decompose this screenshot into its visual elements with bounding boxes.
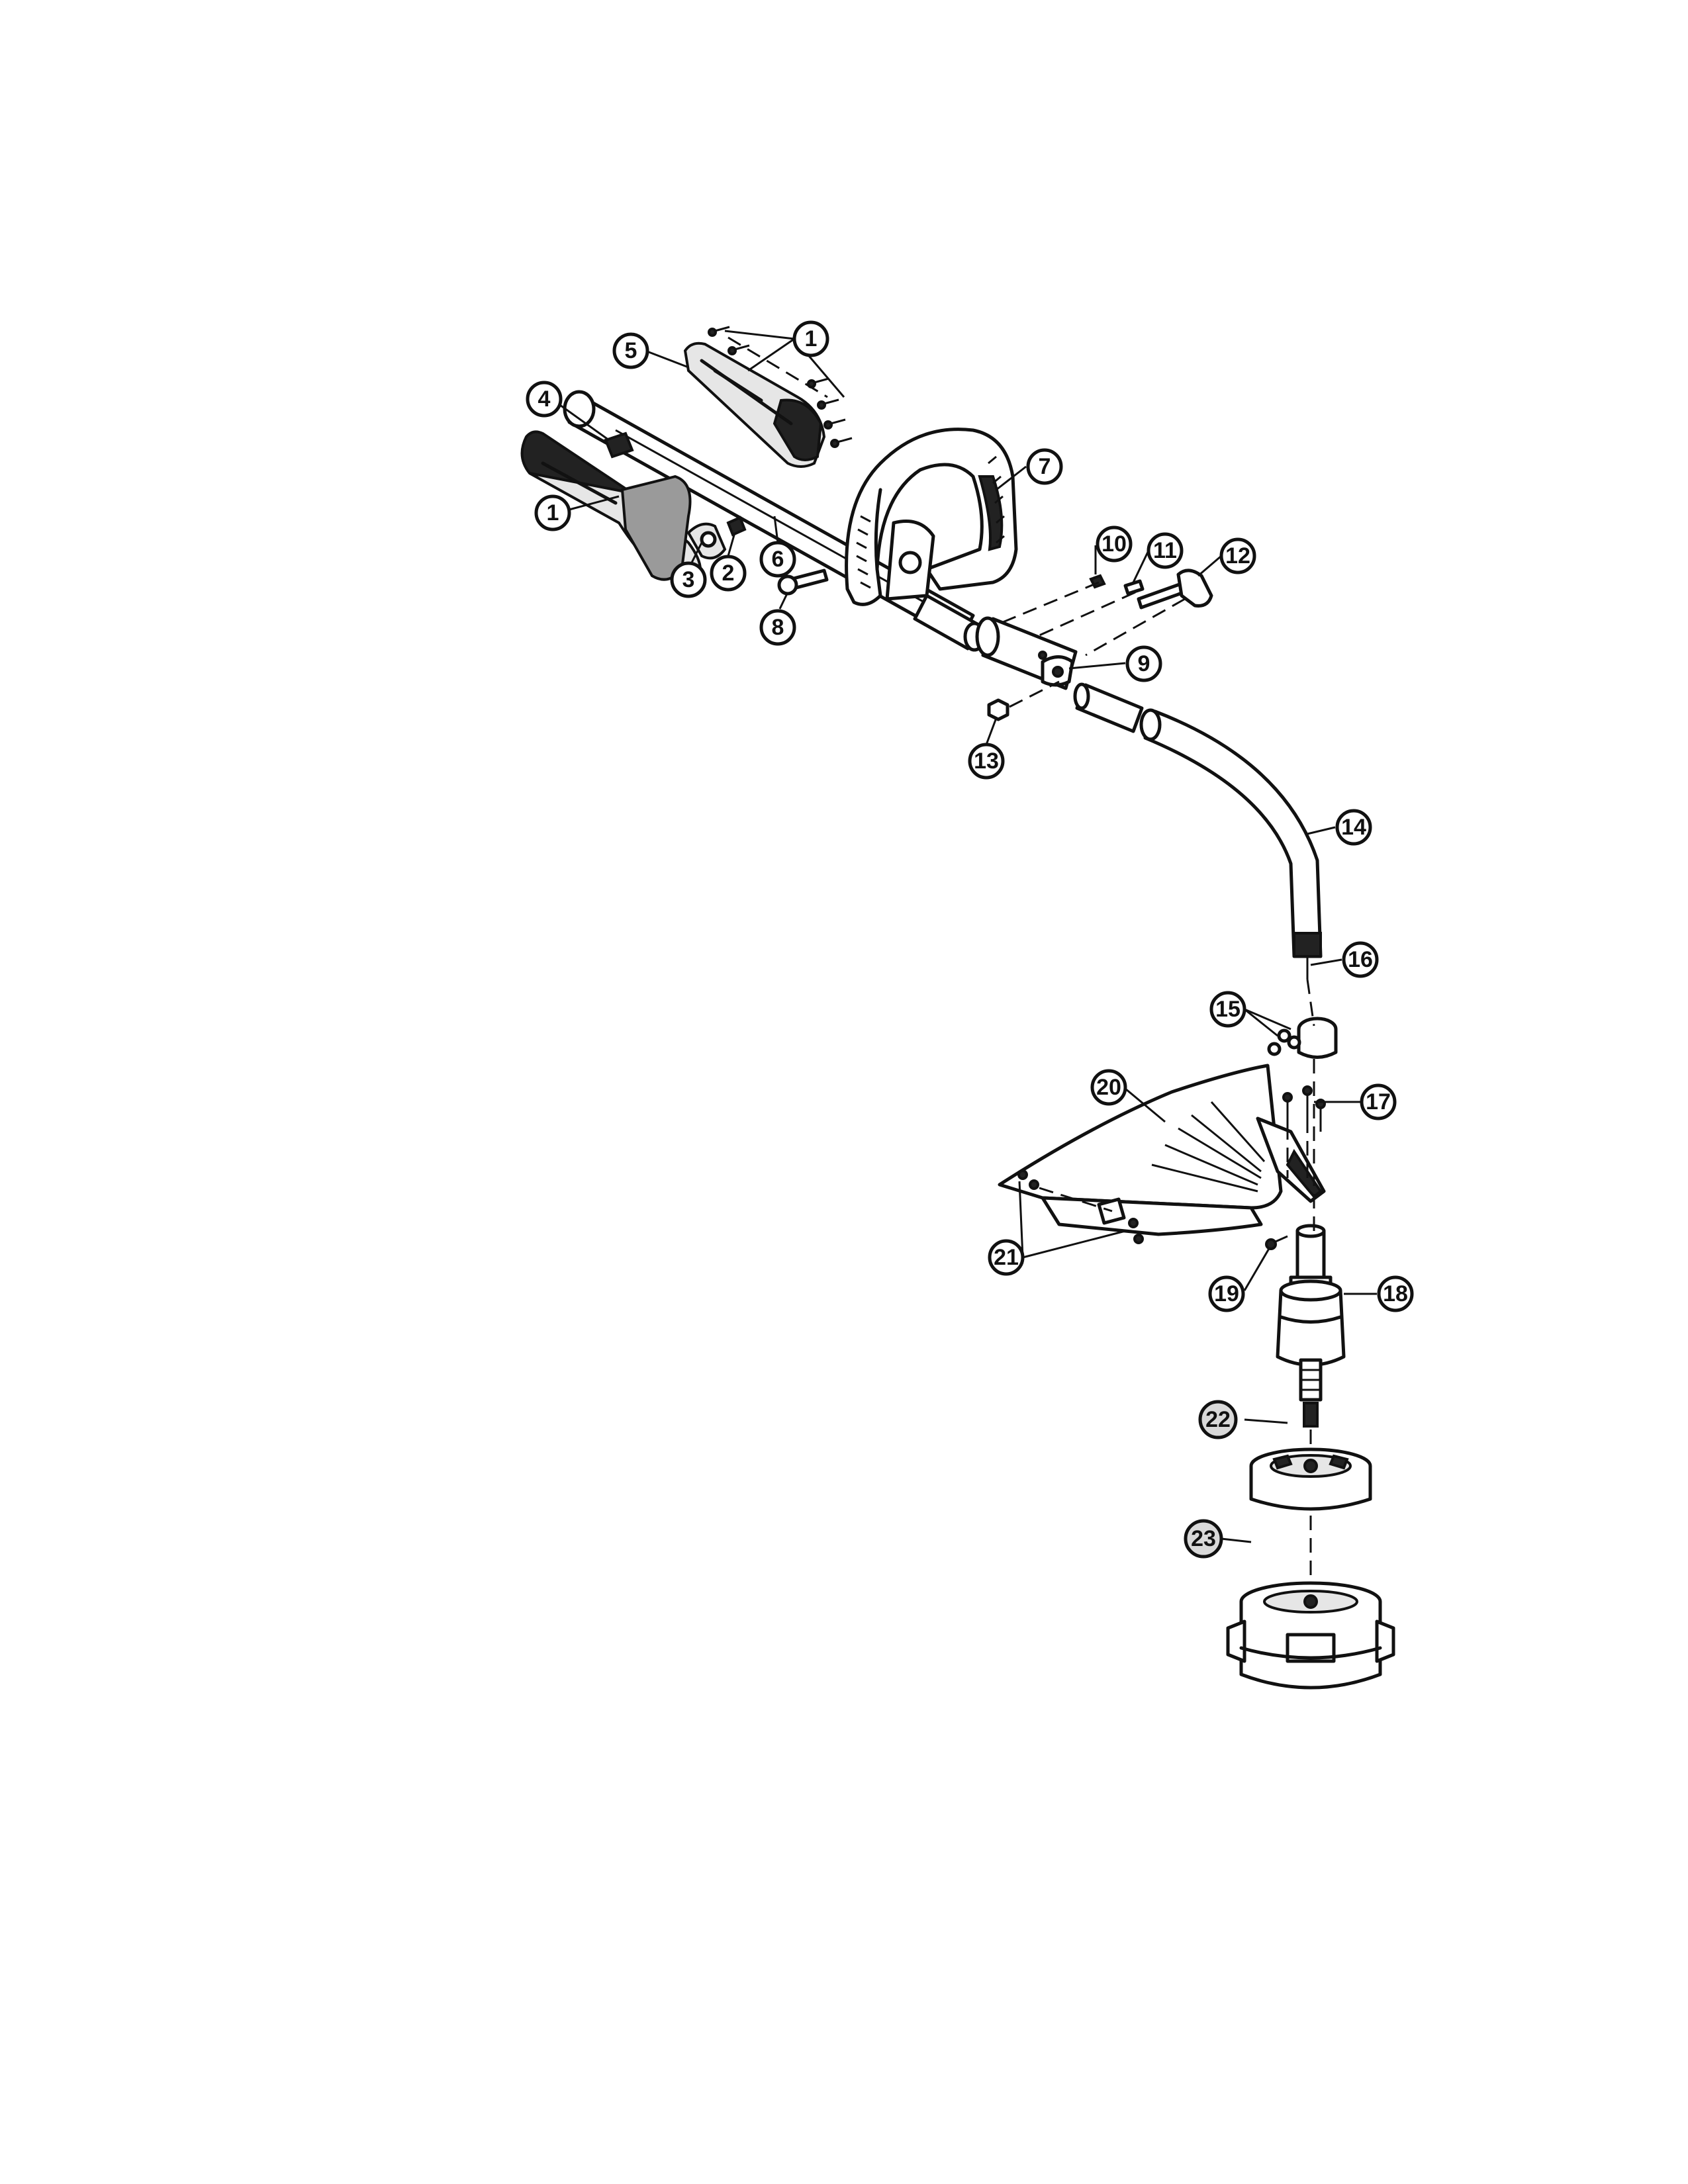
part-curved-shaft — [1139, 708, 1323, 958]
svg-text:13: 13 — [974, 749, 999, 774]
part-sleeve — [1073, 682, 1144, 733]
callout-17: 17 — [1360, 1083, 1397, 1120]
callout-9: 9 — [1125, 645, 1162, 682]
svg-text:21: 21 — [994, 1245, 1019, 1270]
callout-6: 6 — [759, 541, 796, 578]
part-nut-13 — [987, 698, 1009, 721]
callout-18: 18 — [1377, 1275, 1414, 1312]
assembly-lines — [727, 336, 1315, 1582]
part-clamp-15 — [1267, 1017, 1338, 1059]
part-pin-11 — [1123, 579, 1145, 596]
part-screws-17 — [1282, 1085, 1326, 1132]
part-spring — [726, 516, 747, 537]
svg-text:6: 6 — [772, 547, 784, 572]
callout-10: 10 — [1096, 525, 1133, 563]
svg-text:8: 8 — [772, 615, 784, 640]
callout-23: 23 — [1184, 1519, 1223, 1559]
svg-text:1: 1 — [805, 326, 818, 351]
part-coupler — [975, 616, 1078, 690]
svg-text:18: 18 — [1383, 1281, 1408, 1306]
svg-text:1: 1 — [547, 500, 559, 525]
svg-text:15: 15 — [1215, 997, 1241, 1022]
callout-3: 3 — [670, 561, 707, 598]
svg-text:12: 12 — [1225, 543, 1250, 569]
callout-5: 5 — [612, 332, 649, 369]
part-spool-base — [1249, 1447, 1372, 1511]
callout-22: 22 — [1198, 1400, 1238, 1439]
callout-12: 12 — [1219, 537, 1256, 574]
callout-20: 20 — [1090, 1069, 1127, 1106]
callout-1a: 1 — [792, 320, 829, 357]
svg-text:10: 10 — [1102, 531, 1127, 557]
callout-8: 8 — [759, 609, 796, 646]
svg-text:19: 19 — [1214, 1281, 1239, 1306]
svg-text:16: 16 — [1348, 947, 1373, 972]
callout-4: 4 — [526, 381, 563, 418]
svg-text:5: 5 — [625, 338, 637, 363]
part-switch — [604, 432, 634, 459]
svg-text:7: 7 — [1039, 454, 1051, 479]
callout-21: 21 — [988, 1239, 1025, 1276]
callout-14: 14 — [1335, 809, 1372, 846]
part-assist-handle — [845, 428, 1018, 606]
svg-text:4: 4 — [538, 387, 551, 412]
callout-15: 15 — [1209, 991, 1246, 1028]
callout-1b: 1 — [534, 494, 571, 531]
svg-text:23: 23 — [1191, 1526, 1216, 1551]
callout-19: 19 — [1208, 1275, 1245, 1312]
part-knob-12 — [1137, 569, 1213, 610]
part-screw-19 — [1265, 1235, 1288, 1250]
callout-11: 11 — [1147, 532, 1184, 569]
callout-7: 7 — [1026, 448, 1063, 485]
svg-text:20: 20 — [1096, 1075, 1121, 1100]
part-guard — [998, 1064, 1326, 1236]
part-trimmer-head — [1226, 1581, 1395, 1690]
svg-text:9: 9 — [1138, 651, 1150, 676]
svg-text:22: 22 — [1205, 1407, 1231, 1432]
svg-text:3: 3 — [682, 567, 695, 592]
svg-text:17: 17 — [1366, 1089, 1391, 1115]
svg-text:2: 2 — [722, 561, 735, 586]
callout-16: 16 — [1342, 941, 1379, 978]
leader-lines — [550, 330, 1377, 1543]
svg-text:14: 14 — [1341, 815, 1366, 840]
part-screws-upper — [708, 326, 853, 448]
part-gearhead — [1276, 1224, 1346, 1428]
callout-13: 13 — [968, 743, 1005, 780]
part-handle-cover — [683, 341, 826, 468]
callout-2: 2 — [710, 555, 747, 592]
svg-text:11: 11 — [1153, 538, 1177, 563]
part-trigger — [686, 522, 727, 560]
